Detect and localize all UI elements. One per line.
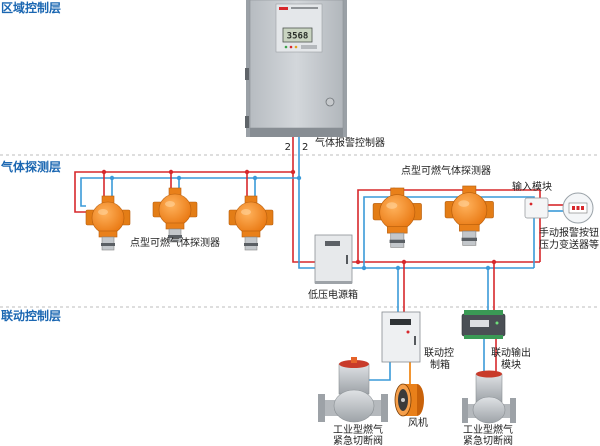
controller-wire-count-left: 2	[285, 142, 291, 153]
wire-blue-valve-left	[369, 362, 391, 381]
gas-detector	[228, 195, 274, 251]
output-module-label-2: 模块	[501, 359, 521, 371]
gas-alarm-controller: 3568	[245, 0, 347, 137]
controller-keypad	[301, 45, 317, 49]
valve-flange	[510, 398, 516, 423]
wire-blue-left-loop	[80, 177, 299, 207]
junction-dot	[296, 175, 302, 181]
controller-label: 气体报警控制器	[315, 136, 385, 149]
junction-dot	[401, 259, 407, 265]
junction-dot	[101, 169, 107, 175]
junction-dot	[168, 169, 174, 175]
controller-display	[282, 27, 313, 43]
detectors-left-label: 点型可燃气体探测器	[130, 236, 220, 249]
indicator-light	[294, 45, 298, 49]
indicator-light	[289, 45, 293, 49]
valve-actuator-cap	[339, 360, 369, 368]
detectors-right-label: 点型可燃气体探测器	[401, 164, 491, 177]
gas-detector	[152, 187, 198, 243]
power-box-handle	[346, 255, 348, 264]
valve-actuator-cap	[476, 370, 502, 378]
door-hinge	[245, 68, 249, 80]
input-module-led	[529, 202, 533, 206]
controller-logo	[279, 7, 288, 10]
input-module-box	[524, 197, 549, 219]
indicator-light	[284, 45, 288, 49]
linkage-output-module	[461, 310, 506, 339]
junction-dot	[395, 265, 401, 271]
valve-right-label-1: 工业型燃气	[463, 423, 513, 436]
valve-left-label-2: 紧急切断阀	[333, 434, 383, 446]
output-module-terminals	[464, 335, 503, 339]
input-module-label: 输入模块	[512, 180, 552, 193]
valve-actuator	[338, 363, 370, 395]
valve-right-label-2: 紧急切断阀	[463, 434, 513, 446]
valve-left-label-1: 工业型燃气	[333, 423, 383, 436]
junction-dot	[109, 175, 115, 181]
wire-red-left-loop	[74, 171, 293, 213]
power-box-label: 低压电源箱	[308, 288, 358, 301]
layer-label-region: 区域控制层	[1, 0, 61, 15]
field-device-mark	[581, 206, 584, 210]
junction-dot	[244, 169, 250, 175]
door-handle	[325, 97, 335, 107]
power-box-nameplate	[325, 241, 340, 246]
layer-label-gas: 气体探测层	[0, 159, 61, 174]
controller-base	[250, 128, 343, 137]
valve-flange	[381, 394, 388, 422]
wire-blue-trunk	[298, 137, 534, 269]
low-voltage-power-box	[314, 234, 353, 284]
wire-blue-right-loop	[363, 196, 535, 268]
fan-label: 风机	[408, 416, 428, 429]
valve-flange	[318, 394, 325, 422]
junction-dot	[361, 265, 367, 271]
valve-knob	[351, 357, 357, 363]
field-device-mark	[572, 206, 575, 210]
output-module-label-1: 联动输出	[491, 346, 531, 359]
output-module-terminals	[464, 310, 503, 315]
junction-dot	[290, 169, 296, 175]
junction-dot	[485, 265, 491, 271]
junction-dot	[491, 259, 497, 265]
controller-wire-count-right: 2	[302, 142, 308, 153]
gas-detector	[444, 185, 495, 246]
fan-hub	[401, 398, 405, 402]
controller-display-value: 3568	[287, 32, 309, 42]
input-module	[524, 197, 549, 219]
linkage-box-handle	[414, 336, 416, 345]
field-device-mark	[576, 206, 580, 210]
door-hinge	[245, 116, 249, 128]
manual-alarm-button	[562, 192, 594, 224]
field-device-label-2: 压力变送器等	[539, 238, 599, 251]
layer-label-linkage: 联动控制层	[1, 308, 61, 323]
wire-red-right-loop	[357, 189, 541, 262]
field-device-label-1: 手动报警按钮	[539, 226, 599, 239]
linkage-box-label-2: 制箱	[430, 358, 450, 371]
wiring	[74, 137, 563, 386]
output-module-label-plate	[470, 320, 489, 327]
gas-detector	[85, 195, 131, 251]
output-module-led	[495, 321, 499, 325]
power-box-base	[315, 281, 352, 284]
junction-dot	[252, 175, 258, 181]
linkage-control-box	[381, 311, 421, 363]
junction-dot	[176, 175, 182, 181]
linkage-box-label-1: 联动控	[424, 346, 454, 359]
emergency-shutoff-valve	[462, 370, 516, 424]
emergency-shutoff-valve	[318, 357, 388, 423]
controller-title-strip	[291, 7, 318, 9]
exhaust-fan	[394, 383, 424, 417]
junction-dot	[355, 259, 361, 265]
valve-flange	[462, 398, 468, 423]
linkage-box-nameplate	[390, 319, 411, 325]
linkage-box-led	[406, 330, 410, 334]
valve-body	[333, 389, 375, 423]
valve-body	[472, 396, 506, 424]
